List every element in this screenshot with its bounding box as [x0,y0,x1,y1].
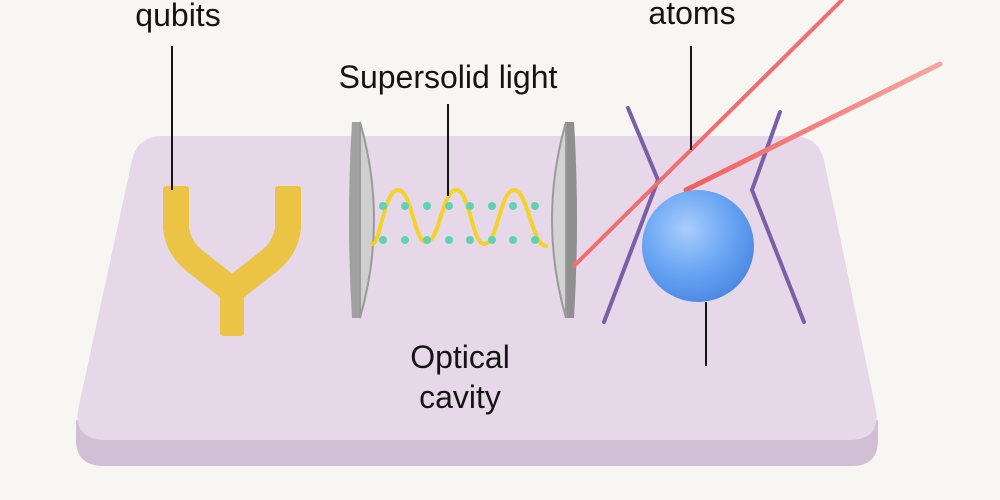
supersolid-dots [379,202,539,244]
atom-cloud-sphere [642,190,754,302]
laser-beams [572,0,943,268]
supersolid-light-label: Supersolid light [339,59,558,95]
platform [76,136,878,466]
right-mirror-icon [551,121,577,319]
laser-beam-2 [683,61,943,193]
optical-cavity-label-line2: cavity [419,379,501,415]
qubits-label: qubits [135,0,220,33]
optical-cavity-label-line1: Optical [410,339,510,375]
atoms-label: atoms [648,0,735,31]
laser-beam-1 [572,0,844,268]
qubit-icon [163,186,301,336]
left-mirror-icon [349,121,375,319]
leader-lines [171,46,707,366]
light-wave [370,187,548,248]
